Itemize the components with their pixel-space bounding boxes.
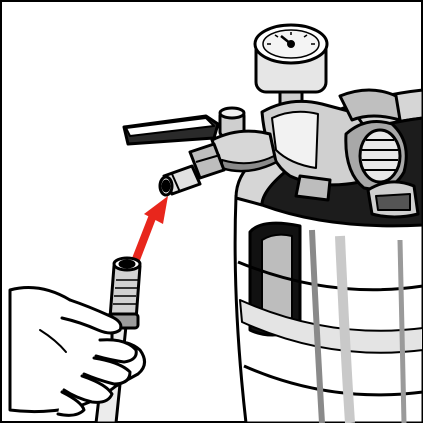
gauge-hub [289,42,294,47]
valve-stem-cap [220,108,244,118]
regulator-outlet [340,90,400,120]
coupler-head-shadow [376,194,410,210]
regulator-knob-face [360,130,400,182]
regulator-lower-fitting [296,176,330,200]
